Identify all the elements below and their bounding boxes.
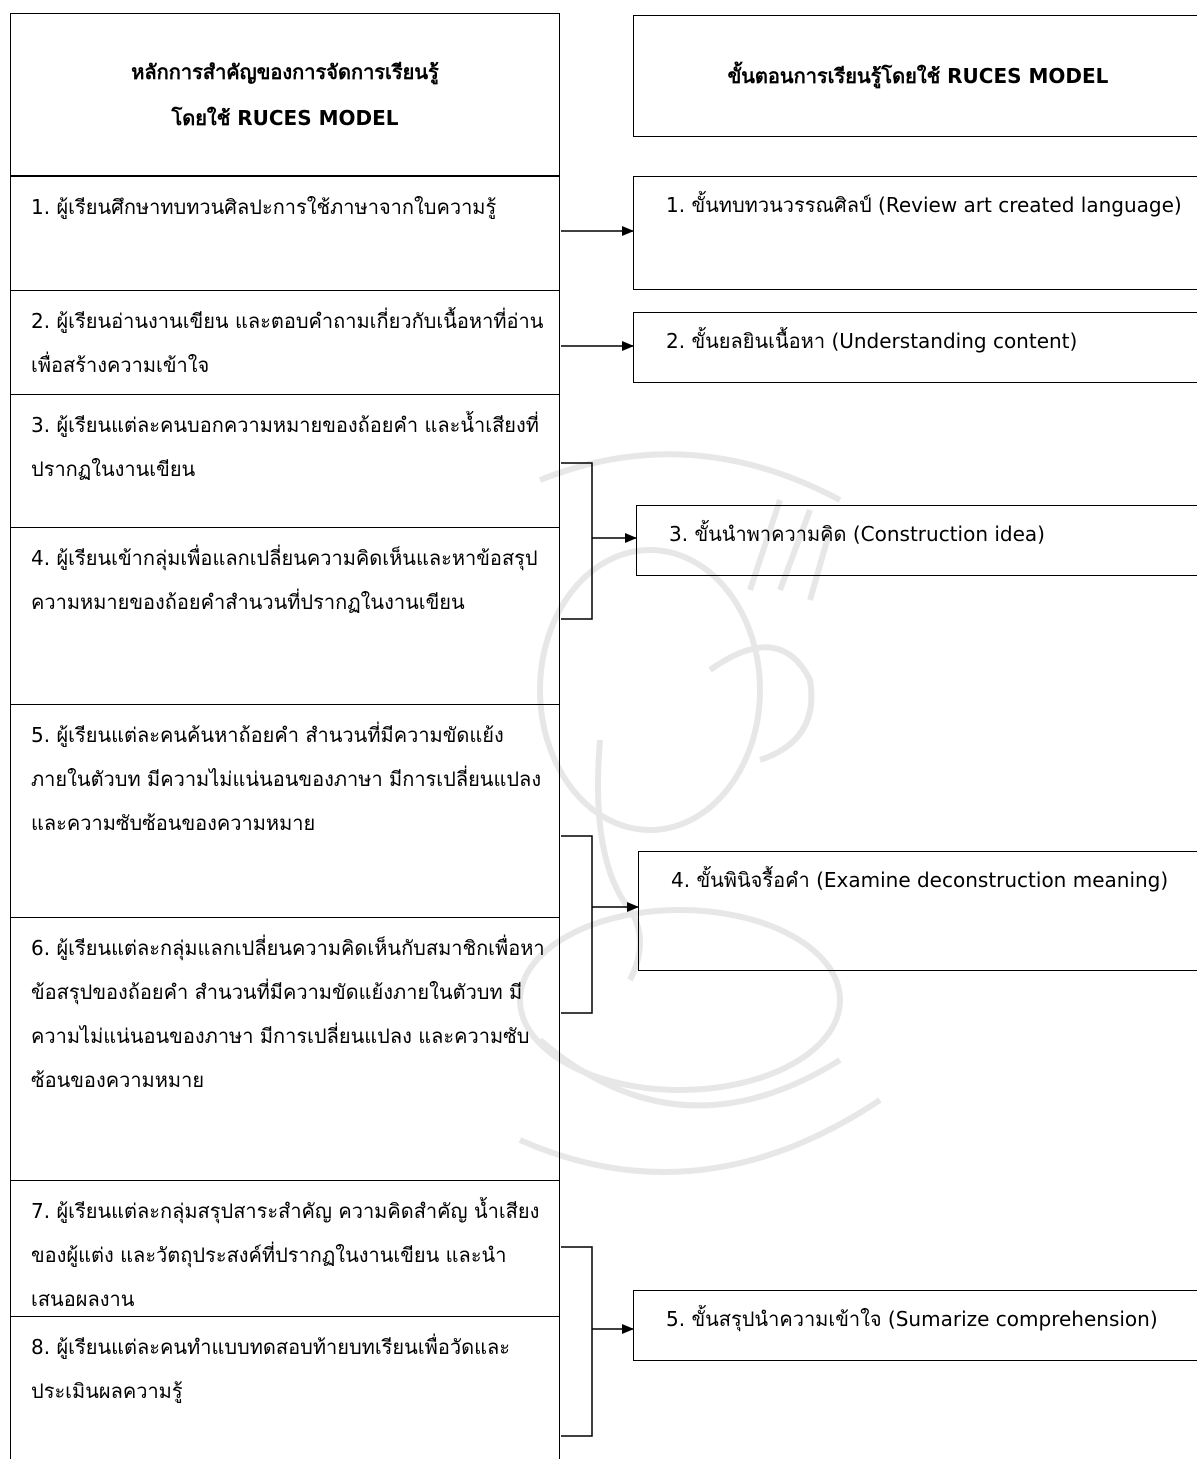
- principle-4: 4. ผู้เรียนเข้ากลุ่มเพื่อแลกเปลี่ยนความค…: [10, 527, 560, 704]
- principles-header-line2: โดยใช้ RUCES MODEL: [171, 105, 399, 130]
- bracket-7-8: [561, 1246, 593, 1437]
- principles-header: หลักการสำคัญของการจัดการเรียนรู้ โดยใช้ …: [10, 13, 560, 176]
- step-3: 3. ขั้นนำพาความคิด (Construction idea): [636, 505, 1197, 576]
- step-4: 4. ขั้นพินิจรื้อคำ (Examine deconstructi…: [638, 851, 1197, 971]
- principle-5: 5. ผู้เรียนแต่ละคนค้นหาถ้อยคำ สำนวนที่มี…: [10, 704, 560, 917]
- step-1: 1. ขั้นทบทวนวรรณศิลป์ (Review art create…: [633, 176, 1197, 290]
- steps-header: ขั้นตอนการเรียนรู้โดยใช้ RUCES MODEL: [633, 15, 1197, 137]
- step-5: 5. ขั้นสรุปนำความเข้าใจ (Sumarize compre…: [633, 1290, 1197, 1361]
- bracket-3-4: [561, 462, 593, 620]
- principle-6: 6. ผู้เรียนแต่ละกลุ่มแลกเปลี่ยนความคิดเห…: [10, 917, 560, 1180]
- university-emblem-watermark: [517, 451, 882, 1175]
- principles-header-line1: หลักการสำคัญของการจัดการเรียนรู้: [131, 59, 439, 84]
- principle-2: 2. ผู้เรียนอ่านงานเขียน และตอบคำถามเกี่ย…: [10, 290, 560, 394]
- principle-1: 1. ผู้เรียนศึกษาทบทวนศิลปะการใช้ภาษาจากใ…: [10, 176, 560, 290]
- principle-8: 8. ผู้เรียนแต่ละคนทำแบบทดสอบท้ายบทเรียนเ…: [10, 1316, 560, 1459]
- principle-3: 3. ผู้เรียนแต่ละคนบอกความหมายของถ้อยคำ แ…: [10, 394, 560, 527]
- bracket-5-6: [561, 835, 593, 1014]
- steps-header-title: ขั้นตอนการเรียนรู้โดยใช้ RUCES MODEL: [727, 64, 1109, 88]
- principle-7: 7. ผู้เรียนแต่ละกลุ่มสรุปสาระสำคัญ ความค…: [10, 1180, 560, 1316]
